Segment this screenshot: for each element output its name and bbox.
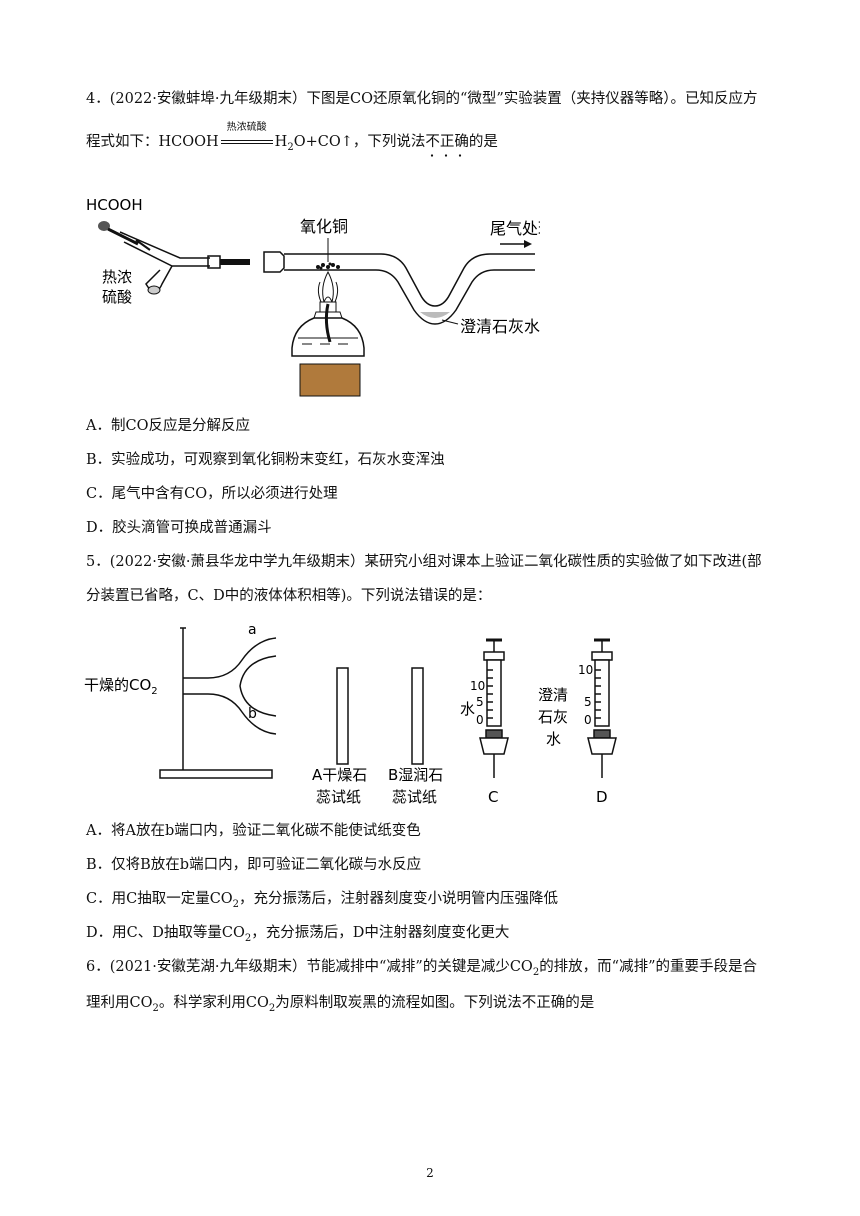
q6-line2: 理利用CO2。科学家利用CO2为原料制取炭黑的流程如图。下列说法不正确的是	[86, 995, 595, 1014]
fig4-lime-label: 澄清石灰水	[460, 317, 540, 336]
q4-line1: 4．(2022·安徽蚌埠·九年级期末）下图是CO还原氧化铜的“微型”实验装置（夹…	[86, 91, 758, 107]
q6-line1-a: 6．(2021·安徽芜湖·九年级期末）节能减排中“减排”的关键是减少CO	[86, 959, 533, 975]
wooden-block	[299, 363, 361, 397]
glass-tube	[284, 253, 535, 325]
q6-line2-b: 。科学家利用CO	[158, 995, 269, 1011]
q6-line1: 6．(2021·安徽芜湖·九年级期末）节能减排中“减排”的关键是减少CO2的排放…	[86, 959, 758, 978]
q4-option-b[interactable]: B．实验成功，可观察到氧化铜粉末变红，石灰水变浑浊	[86, 452, 445, 468]
fig5-B-label-2: 蕊试纸	[392, 788, 437, 806]
copper-oxide-powder	[316, 262, 340, 270]
fig5-label-a: a	[248, 622, 257, 638]
q5-line2: 分装置已省略，C、D中的液体体积相等)。下列说法错误的是：	[86, 588, 492, 604]
limewater-liquid	[420, 312, 450, 318]
tail-arrow-icon	[500, 240, 532, 248]
fig5-c-tick-0: 0	[476, 713, 484, 727]
q5-option-c-pre: C．用C抽取一定量CO	[86, 891, 233, 907]
fig5-water-label: 水	[460, 700, 475, 718]
fig4-hcooh-label: HCOOH	[86, 196, 143, 214]
stopper	[263, 251, 285, 273]
q6-line2-c: 为原料制取炭黑的流程如图。下列说法不正确的是	[275, 995, 595, 1011]
page-number: 2	[426, 1166, 434, 1180]
q5-apparatus-figure: a b 干燥的CO2 A干燥石 蕊试纸 B湿润石 蕊试纸 10 5 0 水 C	[84, 622, 617, 806]
q5-option-c[interactable]: C．用C抽取一定量CO2，充分振荡后，注射器刻度变小说明管内压强降低	[86, 891, 559, 910]
fig5-D-label: D	[596, 788, 608, 806]
reaction-condition: 热浓硫酸	[226, 122, 267, 133]
alcohol-lamp	[291, 270, 365, 357]
fig4-acid-label-1: 热浓	[102, 268, 132, 286]
fig5-c-tick-5: 5	[476, 695, 484, 709]
q5-option-a[interactable]: A．将A放在b端口内，验证二氧化碳不能使试纸变色	[86, 823, 421, 839]
fig5-A-label-1: A干燥石	[312, 766, 367, 784]
q4-apparatus-figure: HCOOH 热浓 硫酸	[86, 196, 540, 397]
q4-option-c[interactable]: C．尾气中含有CO，所以必须进行处理	[86, 486, 338, 502]
fig5-A-label-2: 蕊试纸	[316, 788, 361, 806]
lime-pointer-line	[441, 319, 459, 325]
fig4-tail-label: 尾气处理	[490, 219, 540, 238]
bent-tube	[183, 637, 277, 735]
q5-option-d-post: ，充分振荡后，D中注射器刻度变化更大	[251, 925, 510, 941]
q4-option-d[interactable]: D．胶头滴管可换成普通漏斗	[86, 520, 272, 536]
q6-line2-a: 理利用CO	[86, 995, 153, 1011]
fig5-lime-label-2: 石灰	[538, 708, 568, 726]
fig5-dry-co2-label: 干燥的CO2	[84, 676, 158, 697]
q4-line2: 程式如下：HCOOH 热浓硫酸 H2O+CO↑，下列说法不正确的是	[86, 122, 498, 159]
reaction-arrow: 热浓硫酸	[220, 122, 273, 153]
fig5-c-tick-10: 10	[470, 679, 485, 693]
fig5-B-label-1: B湿润石	[388, 766, 443, 784]
fig4-acid-label-2: 硫酸	[102, 288, 132, 306]
q5-option-d[interactable]: D．用C、D抽取等量CO2，充分振荡后，D中注射器刻度变化更大	[86, 925, 510, 944]
rubber-connector	[220, 259, 250, 265]
q4-emphasis: 不正确	[425, 131, 469, 157]
fig5-lime-label-1: 澄清	[538, 686, 568, 704]
fig5-label-b: b	[248, 706, 257, 722]
q4-line2-end: 的是	[468, 134, 498, 150]
iron-stand	[159, 627, 273, 779]
fig5-d-tick-0: 0	[584, 713, 592, 727]
q4-line2-sub: 2	[287, 141, 294, 153]
q5-option-b[interactable]: B．仅将B放在b端口内，即可验证二氧化碳与水反应	[86, 857, 422, 873]
q4-option-a[interactable]: A．制CO反应是分解反应	[86, 418, 250, 434]
q6-line1-b: 的排放，而“减排”的重要手段是合	[539, 959, 758, 975]
q5-option-d-pre: D．用C、D抽取等量CO	[86, 925, 245, 941]
fig4-cuo-label: 氧化铜	[300, 217, 348, 236]
fig5-C-label: C	[488, 788, 498, 806]
dropper	[98, 221, 151, 251]
q5-line1: 5．(2022·安徽·萧县华龙中学九年级期末）某研究小组对课本上验证二氧化碳性质…	[86, 554, 762, 570]
wet-litmus-paper	[411, 667, 424, 765]
fig5-d-tick-5: 5	[584, 695, 592, 709]
acid-liquid	[147, 285, 161, 295]
fig5-d-tick-10: 10	[578, 663, 593, 677]
q4-line2-b: O+CO↑，下列说法	[293, 134, 426, 150]
dry-litmus-paper	[336, 667, 349, 765]
fig5-lime-label-3: 水	[546, 730, 561, 748]
syringe-c	[479, 638, 509, 778]
q5-option-c-post: ，充分振荡后，注射器刻度变小说明管内压强降低	[239, 891, 559, 907]
syringe-d	[587, 638, 617, 778]
q4-line2-pre: 程式如下：HCOOH	[86, 134, 219, 150]
q4-line2-a: H	[274, 134, 288, 150]
